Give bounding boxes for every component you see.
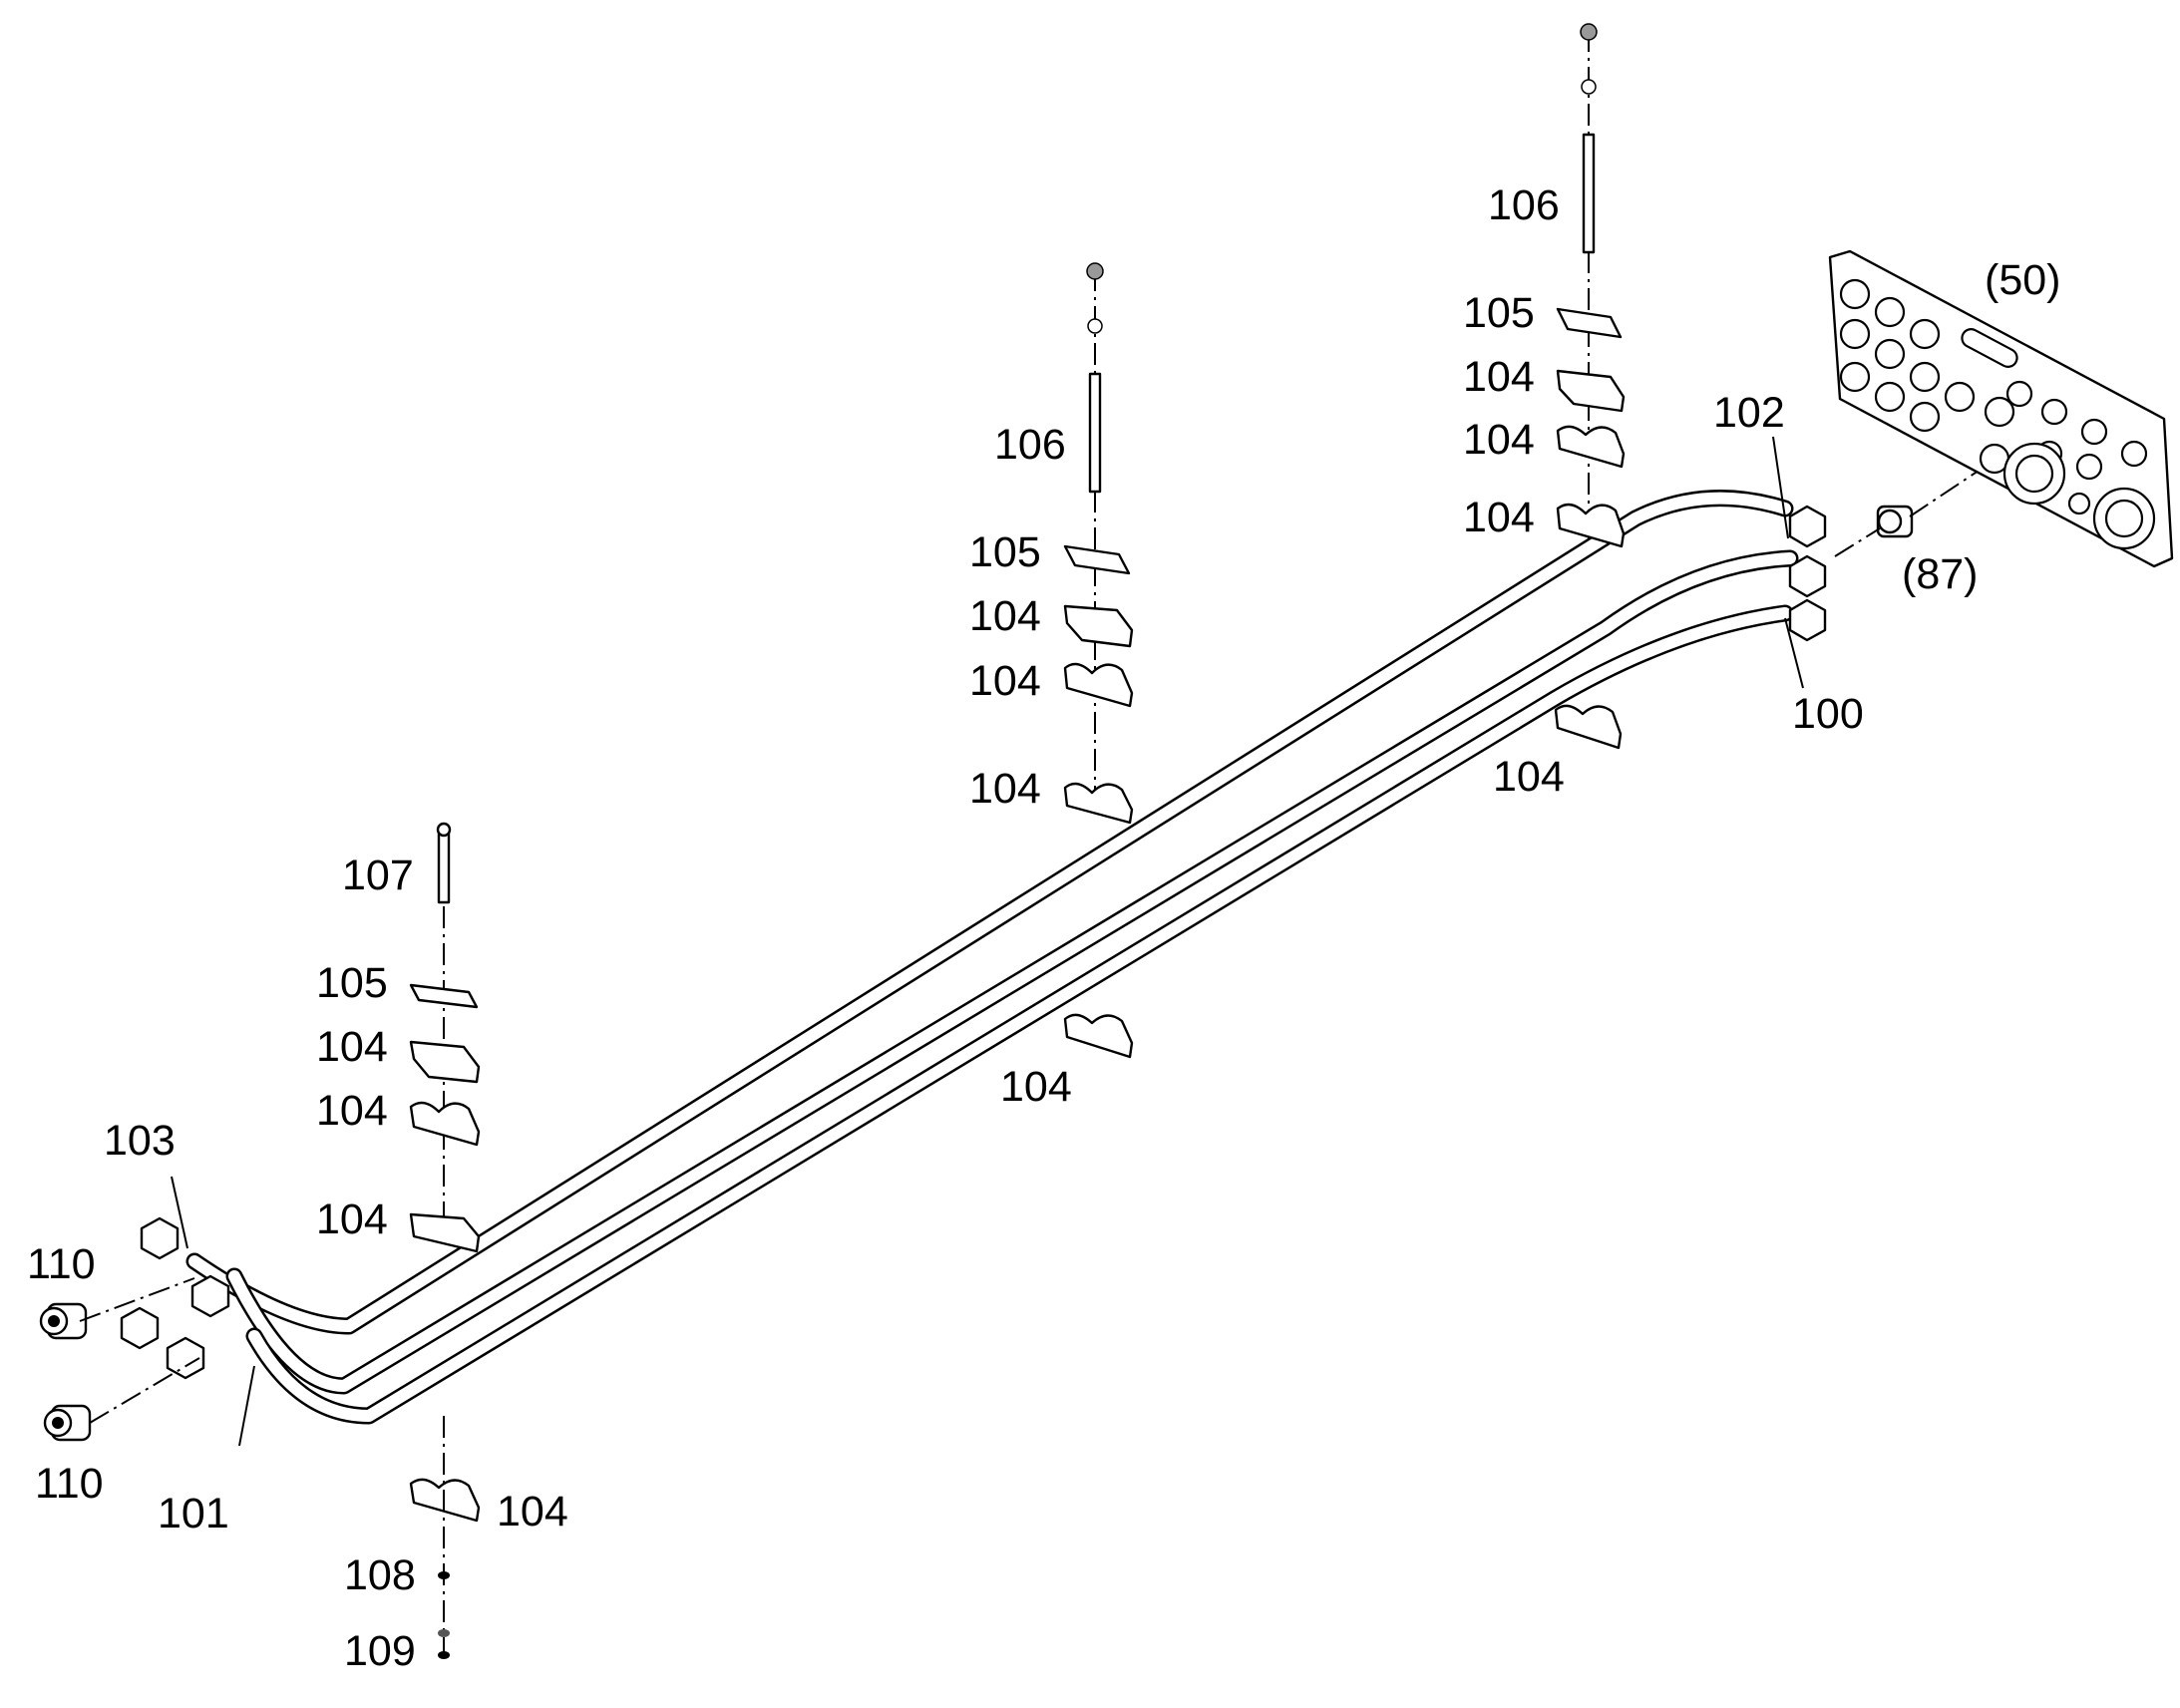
adapter-110-lower xyxy=(43,1404,92,1442)
label-104-middle-b: 104 xyxy=(969,657,1041,705)
label-109: 109 xyxy=(344,1627,416,1675)
clamp-104-lower-right xyxy=(1554,704,1623,750)
clamp-stack-middle xyxy=(1063,262,1134,825)
right-hose-fittings xyxy=(1788,505,1827,642)
label-104-left-lower: 104 xyxy=(497,1488,568,1536)
label-106-middle: 106 xyxy=(994,421,1066,469)
label-102: 102 xyxy=(1713,389,1785,437)
hose-assembly xyxy=(185,490,1799,1425)
label-104-right-b: 104 xyxy=(1463,416,1535,464)
label-106-right: 106 xyxy=(1488,181,1560,229)
fitting-87 xyxy=(1876,505,1914,538)
label-107: 107 xyxy=(342,852,414,899)
clamp-104-lower-middle xyxy=(1063,1013,1134,1059)
label-101: 101 xyxy=(158,1490,229,1537)
label-104-left-c: 104 xyxy=(316,1196,388,1243)
label-104-middle-c: 104 xyxy=(969,765,1041,813)
label-104-middle-a: 104 xyxy=(969,592,1041,640)
adapter-110-upper xyxy=(39,1302,88,1340)
label-110-lower: 110 xyxy=(35,1460,104,1508)
label-108: 108 xyxy=(344,1551,416,1599)
label-104-right-lower: 104 xyxy=(1493,753,1565,801)
label-100: 100 xyxy=(1792,690,1864,738)
label-104-right-a: 104 xyxy=(1463,353,1535,401)
label-104-right-c: 104 xyxy=(1463,494,1535,541)
label-105-right: 105 xyxy=(1463,289,1535,337)
clamp-stack-right xyxy=(1556,23,1626,548)
label-87: (87) xyxy=(1902,550,1978,598)
label-105-left: 105 xyxy=(316,959,388,1007)
callout-labels: (50) (87) 100 102 106 105 104 104 104 10… xyxy=(27,181,2060,1675)
left-hose-fittings xyxy=(120,1216,230,1380)
clamp-stack-left xyxy=(409,822,481,1659)
label-110-upper: 110 xyxy=(27,1240,96,1288)
valve-plate-50 xyxy=(1828,249,2174,568)
label-105-middle: 105 xyxy=(969,528,1041,576)
label-50: (50) xyxy=(1985,256,2060,304)
label-103: 103 xyxy=(104,1117,176,1165)
leader-lines xyxy=(171,436,1804,1447)
label-104-middle-lower: 104 xyxy=(1000,1063,1072,1111)
label-104-left-b: 104 xyxy=(316,1087,388,1135)
label-104-left-a: 104 xyxy=(316,1023,388,1071)
